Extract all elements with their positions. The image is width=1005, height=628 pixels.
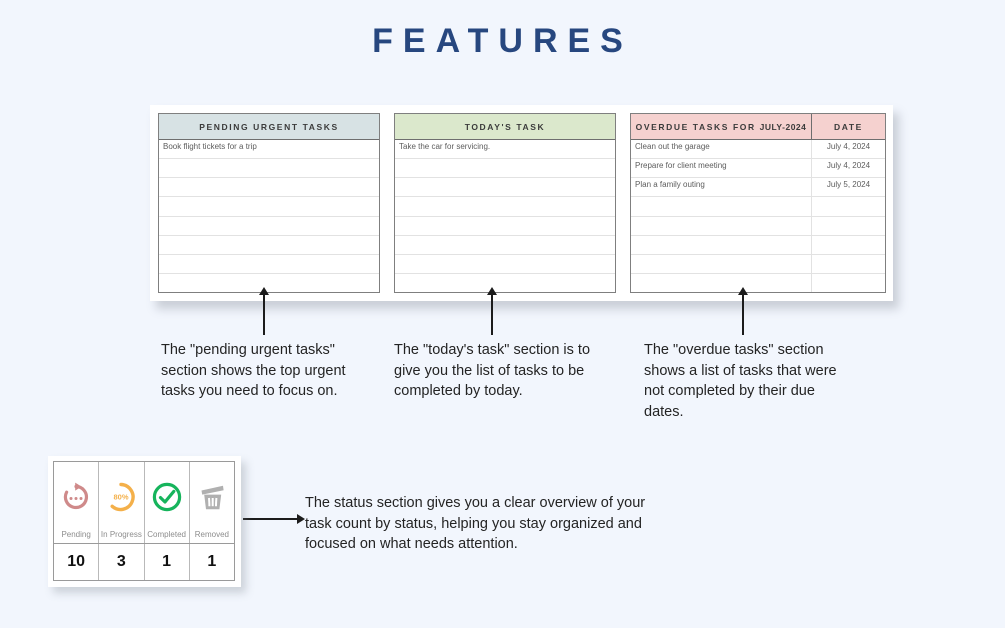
panel-body: Book flight tickets for a trip: [159, 140, 379, 292]
status-label-pending: Pending: [61, 530, 91, 539]
status-column-pending[interactable]: Pending: [54, 462, 100, 543]
caption-overdue-tasks: The "overdue tasks" section shows a list…: [644, 342, 837, 420]
table-row[interactable]: [159, 236, 379, 255]
table-row[interactable]: [631, 216, 885, 236]
table-row[interactable]: [159, 178, 379, 198]
task-cell: [159, 197, 379, 215]
table-row[interactable]: [395, 159, 615, 179]
task-cell: [159, 236, 379, 254]
task-cell: [395, 159, 615, 177]
task-cell: [395, 197, 615, 215]
header-overdue-prefix: OVERDUE TASKS FOR: [635, 122, 760, 132]
status-label-in-progress: In Progress: [100, 530, 142, 539]
task-cell: Take the car for servicing.: [399, 142, 491, 151]
table-row[interactable]: [159, 197, 379, 217]
panel-body: Take the car for servicing.: [395, 140, 615, 292]
caption-todays-task: The "today's task" section is to give yo…: [394, 342, 591, 399]
table-row[interactable]: Book flight tickets for a trip: [159, 140, 379, 160]
caption-pending-urgent-tasks: The "pending urgent tasks" section shows…: [161, 342, 346, 399]
task-cell: [395, 217, 615, 235]
task-cell: [631, 235, 812, 254]
table-row[interactable]: [395, 217, 615, 236]
table-row[interactable]: [159, 255, 379, 274]
panel-header-row: PENDING URGENT TASKS: [159, 114, 379, 140]
status-count-removed: 1: [207, 553, 217, 570]
task-cell: [159, 255, 379, 273]
task-cell: [631, 273, 812, 292]
completed-check-icon: [145, 462, 189, 528]
date-cell: July 4, 2024: [826, 142, 871, 151]
table-row[interactable]: Clean out the garage July 4, 2024: [631, 140, 885, 160]
status-column-removed[interactable]: Removed: [190, 462, 234, 543]
table-row[interactable]: [631, 235, 885, 255]
pending-refresh-icon: [54, 462, 98, 528]
task-cell: [159, 178, 379, 196]
task-cell: [159, 159, 379, 177]
table-row[interactable]: [395, 255, 615, 274]
task-cell: Book flight tickets for a trip: [163, 142, 257, 151]
in-progress-percent: 80%: [114, 492, 129, 501]
status-count-pending: 10: [54, 544, 100, 580]
date-cell: July 5, 2024: [826, 180, 871, 190]
header-overdue-tasks: OVERDUE TASKS FOR JULY-2024: [631, 114, 812, 139]
status-count-completed: 1: [145, 544, 190, 580]
table-row[interactable]: [395, 274, 615, 292]
task-cell: Plan a family outing: [631, 178, 812, 197]
date-cell: July 4, 2024: [826, 161, 871, 171]
date-cell: [812, 236, 885, 254]
status-widget-card: Pending 80% In Progress: [48, 456, 241, 587]
task-cell: [395, 255, 615, 273]
callout-arrow-today-icon: [486, 287, 498, 335]
callout-arrow-status-icon: [243, 513, 305, 525]
task-cell: Prepare for client meeting: [631, 159, 812, 178]
task-cell: [631, 216, 812, 235]
removed-trash-icon: [190, 462, 234, 528]
caption-status-section: The status section gives you a clear ove…: [305, 495, 646, 552]
table-row[interactable]: [395, 236, 615, 255]
task-cell: [159, 217, 379, 235]
status-grid: Pending 80% In Progress: [53, 461, 235, 581]
table-row[interactable]: [631, 197, 885, 217]
task-cell: [395, 236, 615, 254]
in-progress-donut-icon: 80%: [99, 462, 143, 528]
header-todays-task: TODAY'S TASK: [395, 114, 615, 139]
table-row[interactable]: Take the car for servicing.: [395, 140, 615, 160]
header-pending-urgent-tasks: PENDING URGENT TASKS: [159, 114, 379, 139]
date-cell: [812, 274, 885, 292]
table-row[interactable]: Plan a family outing July 5, 2024: [631, 178, 885, 198]
panel-overdue-tasks: OVERDUE TASKS FOR JULY-2024 DATE Clean o…: [630, 113, 886, 293]
date-cell: [812, 197, 885, 215]
panel-body: Clean out the garage July 4, 2024 Prepar…: [631, 140, 885, 292]
status-column-completed[interactable]: Completed: [145, 462, 190, 543]
panel-pending-urgent-tasks: PENDING URGENT TASKS Book flight tickets…: [158, 113, 380, 293]
tables-screenshot-card: PENDING URGENT TASKS Book flight tickets…: [150, 105, 893, 301]
table-row[interactable]: Prepare for client meeting July 4, 2024: [631, 159, 885, 179]
callout-arrow-overdue-icon: [737, 287, 749, 335]
task-cell: [631, 197, 812, 216]
date-cell: [812, 217, 885, 235]
table-row[interactable]: [631, 273, 885, 292]
table-row[interactable]: [395, 197, 615, 217]
status-count-in-progress: 3: [99, 544, 145, 580]
task-cell: [395, 274, 615, 292]
table-row[interactable]: [159, 159, 379, 179]
status-count-row: 10 3 1 1: [54, 543, 234, 580]
task-cell: Clean out the garage: [631, 140, 812, 159]
panel-todays-task: TODAY'S TASK Take the car for servicing.: [394, 113, 616, 293]
header-date: DATE: [812, 114, 885, 139]
status-label-completed: Completed: [147, 530, 186, 539]
header-overdue-month: JULY-2024: [759, 122, 807, 132]
status-label-removed: Removed: [194, 530, 229, 539]
callout-arrow-pending-icon: [258, 287, 270, 335]
status-column-in-progress[interactable]: 80% In Progress: [99, 462, 145, 543]
panel-header-row: OVERDUE TASKS FOR JULY-2024 DATE: [631, 114, 885, 140]
page-title: FEATURES: [372, 22, 633, 60]
table-row[interactable]: [631, 254, 885, 274]
panel-header-row: TODAY'S TASK: [395, 114, 615, 140]
table-row[interactable]: [395, 178, 615, 198]
task-cell: [631, 254, 812, 273]
date-cell: [812, 255, 885, 273]
table-row[interactable]: [159, 217, 379, 236]
task-cell: [395, 178, 615, 196]
